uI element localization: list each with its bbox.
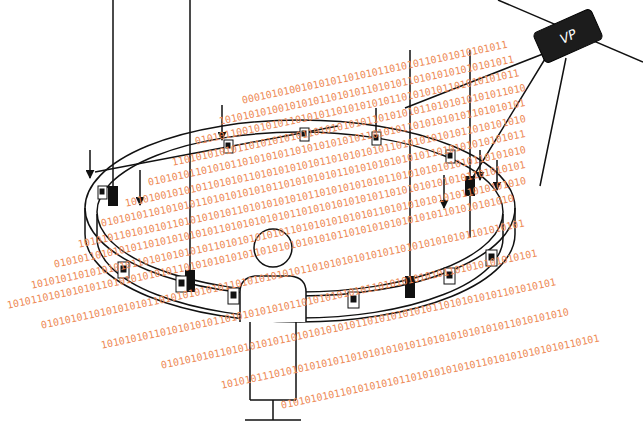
projector-box: VP [532,7,604,64]
projector-label: VP [557,26,578,47]
wire-clamp [108,186,118,206]
